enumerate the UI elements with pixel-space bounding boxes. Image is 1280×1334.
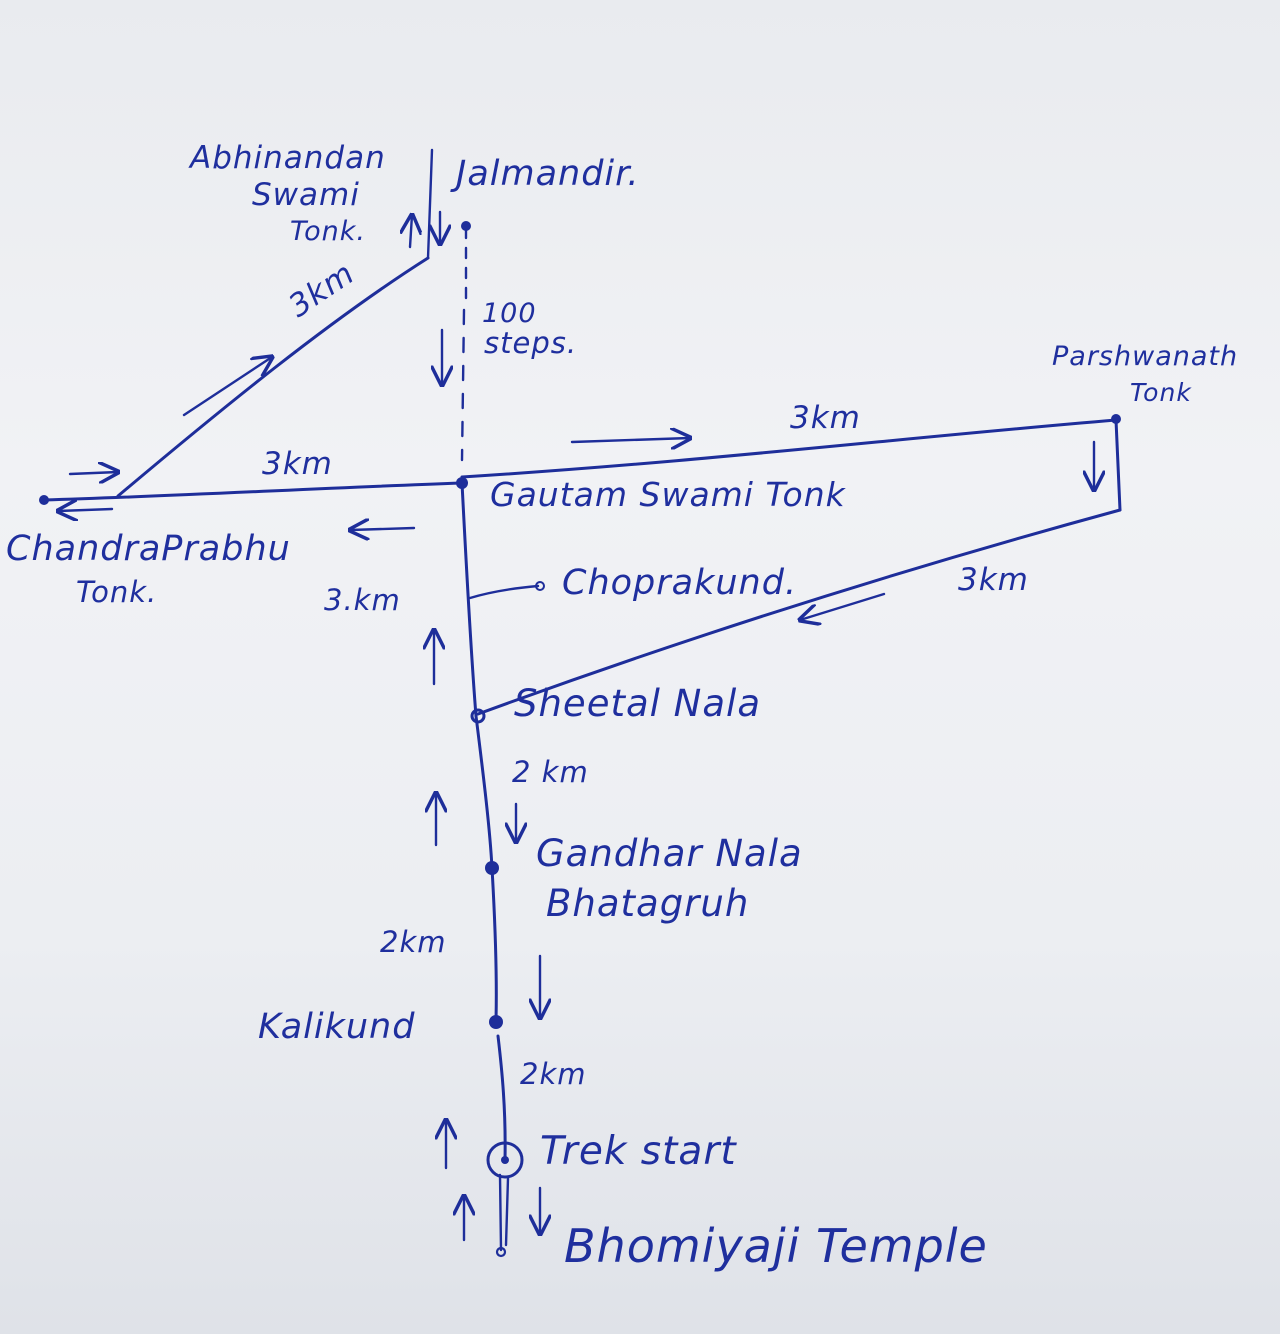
gautam-label: Gautam Swami Tonk — [490, 475, 847, 514]
gandhar-label-1: Gandhar Nala — [536, 832, 803, 875]
arrow-right-icon — [570, 438, 690, 442]
arrow-right-icon — [182, 357, 272, 417]
parshwanath-return-line — [476, 508, 1122, 716]
kalikund-label: Kalikund — [258, 1007, 415, 1047]
chandraprabhu-label-2: Tonk. — [76, 575, 157, 609]
arrow-left-icon — [800, 592, 886, 620]
kalikund-node — [489, 1015, 503, 1029]
gautam-sheetal-distance: 3.km — [324, 583, 401, 617]
jalmandir-label: Jalmandir. — [450, 154, 639, 194]
kalikund-trek-distance: 2km — [520, 1057, 587, 1091]
jalmandir-node — [461, 221, 471, 231]
steps-label-2: steps. — [484, 326, 577, 360]
bhomiyaji-label: Bhomiyaji Temple — [564, 1219, 988, 1273]
sheetal-gandhar-distance: 2 km — [512, 755, 589, 789]
choprakund-node — [535, 581, 545, 591]
chandraprabhu-label-1: ChandraPrabhu — [6, 529, 291, 569]
parshwanath-node — [1111, 414, 1121, 424]
gandhar-label-2: Bhatagruh — [546, 882, 749, 925]
chandraprabhu-node — [39, 495, 49, 505]
steps-label-1: 100 — [482, 298, 537, 329]
gautam-node — [456, 477, 468, 489]
abhinandan-stem — [426, 148, 434, 260]
chandraprabhu-line — [42, 481, 464, 502]
parshwanath-label-1: Parshwanath — [1052, 341, 1238, 372]
gandhar-kalikund-distance: 2km — [380, 925, 447, 959]
parshwanath-label-2: Tonk — [1130, 378, 1192, 407]
main-trunk-upper — [460, 481, 478, 718]
arrow-up-icon — [410, 215, 412, 249]
main-trunk-lower — [490, 866, 498, 1022]
trek-start-node — [486, 1141, 524, 1179]
trek-start-label: Trek start — [540, 1129, 737, 1174]
direction-arrows — [58, 210, 1094, 1242]
chandraprabhu-distance: 3km — [262, 446, 333, 482]
main-trunk-middle — [474, 714, 494, 870]
trunk-to-bhomiyaji-2 — [504, 1176, 510, 1247]
trek-start-center — [501, 1156, 509, 1164]
choprakund-spur — [468, 584, 540, 600]
bhomiyaji-node — [495, 1246, 507, 1258]
choprakund-label: Choprakund. — [562, 563, 797, 603]
sheetal-node — [470, 708, 486, 724]
abhinandan-label-2: Swami — [252, 177, 360, 213]
arrow-left-icon — [58, 509, 114, 511]
abhinandan-distance: 3km — [282, 255, 361, 324]
arrow-left-icon — [350, 528, 416, 530]
sheetal-label: Sheetal Nala — [514, 682, 761, 725]
jalmandir-path-2 — [460, 308, 466, 462]
parshwanath-return-distance: 3km — [958, 562, 1029, 598]
parshwanath-top-line — [460, 418, 1118, 479]
trunk-to-bhomiyaji — [498, 1173, 503, 1252]
gandhar-node — [485, 861, 499, 875]
parshwanath-side-line — [1114, 418, 1122, 512]
abhinandan-label-3: Tonk. — [290, 216, 366, 247]
parshwanath-top-distance: 3km — [790, 400, 861, 436]
trunk-to-trek-start — [496, 1034, 507, 1162]
arrow-right-icon — [68, 472, 118, 474]
abhinandan-label-1: Abhinandan — [188, 140, 386, 176]
